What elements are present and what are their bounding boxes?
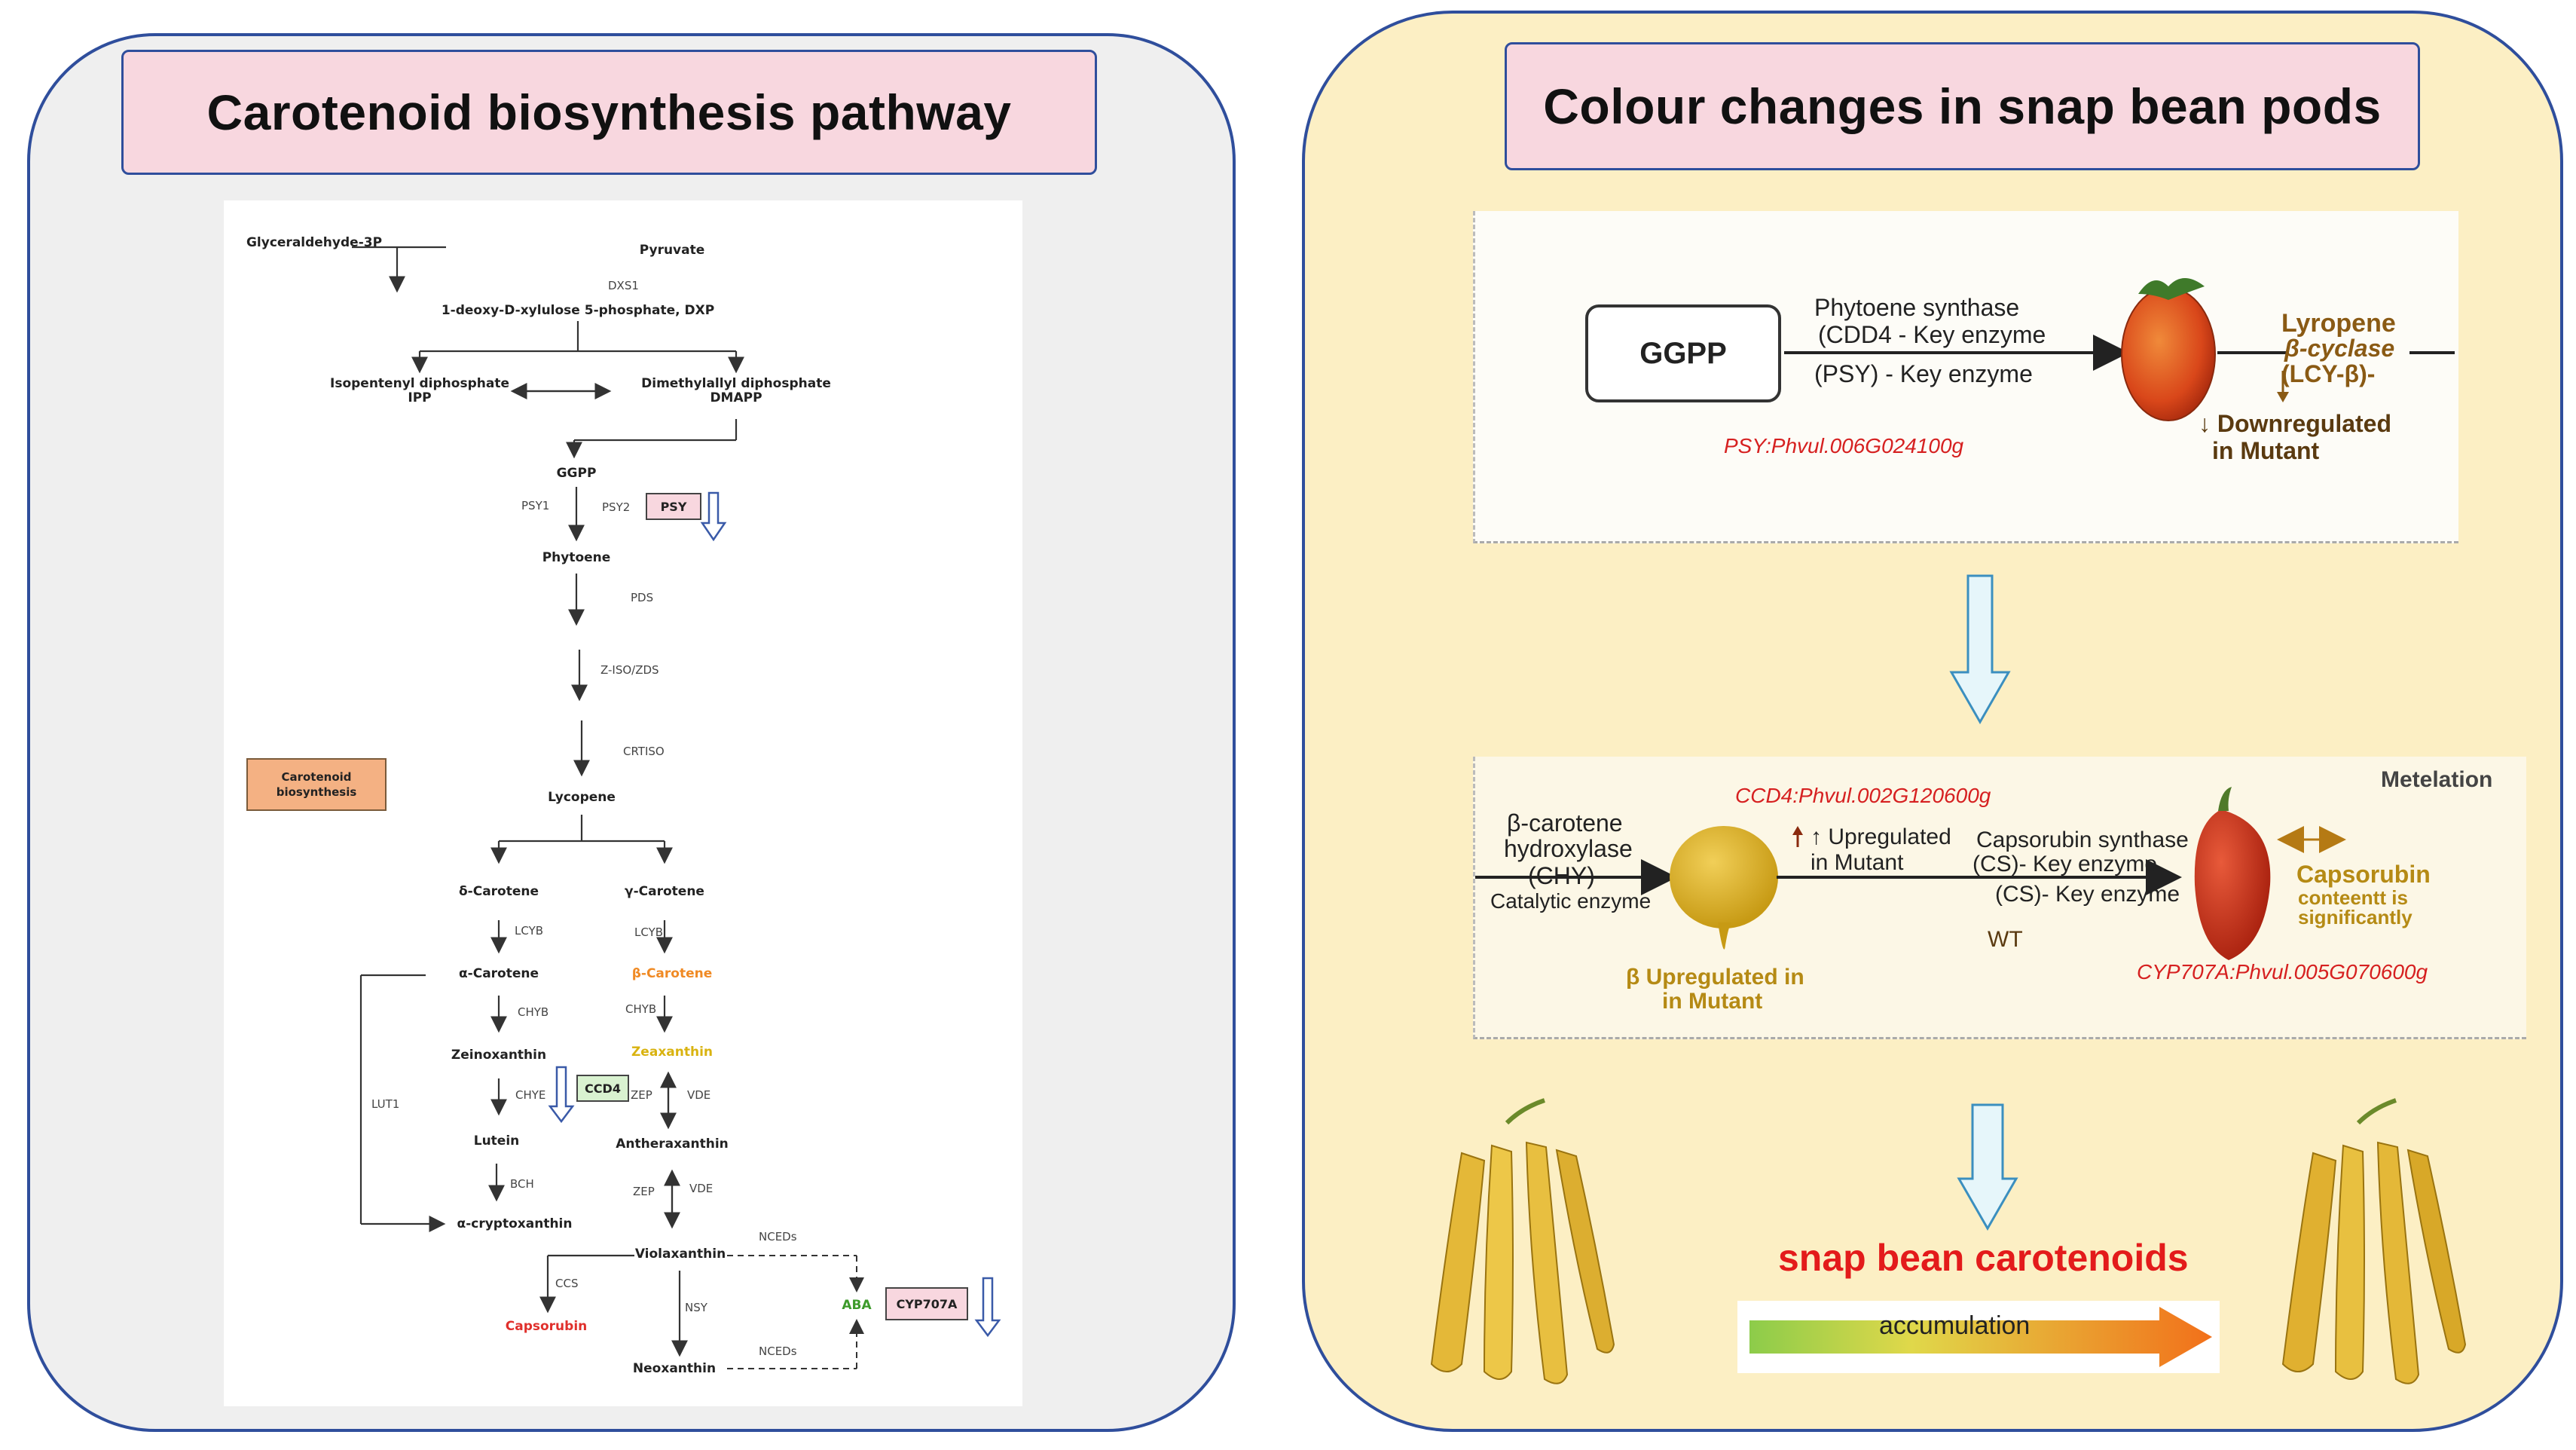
beta-carotene-label: β-carotene bbox=[1507, 809, 1623, 837]
compound-capsorubin: Capsorubin bbox=[505, 1319, 588, 1334]
compound-dxp: 1-deoxy-D-xylulose 5-phosphate, DXP bbox=[441, 303, 715, 318]
compound-ipp: Isopentenyl diphosphate IPP bbox=[330, 376, 509, 405]
compound-aba: ABA bbox=[842, 1298, 872, 1313]
accumulation-label: accumulation bbox=[1879, 1311, 2031, 1340]
beta-in-mutant-label: in Mutant bbox=[1662, 989, 1763, 1014]
capsorubin-label: Capsorubin bbox=[2296, 861, 2431, 888]
chy-label: (CHY) bbox=[1528, 862, 1595, 889]
psy-schematic-graphics bbox=[1784, 278, 2455, 421]
enzyme-vde-2: VDE bbox=[689, 1182, 714, 1195]
legend-carotenoid-biosynthesis: Carotenoid biosynthesis bbox=[246, 758, 387, 811]
capsorubin-synthase-label: Capsorubin synthase bbox=[1976, 827, 2189, 852]
ggpp-box: GGPP bbox=[1585, 304, 1781, 402]
capsorubin-significantly-label: significantly bbox=[2298, 906, 2413, 928]
carotenoid-pathway-diagram: Glyceraldehyde-3P Pyruvate 1-deoxy-D-xyl… bbox=[224, 200, 1022, 1406]
compound-phytoene: Phytoene bbox=[542, 550, 611, 565]
upregulated-label: ↑ Upregulated bbox=[1811, 824, 1951, 849]
enzyme-bch: BCH bbox=[510, 1177, 534, 1191]
enzyme-nceds-1: NCEDs bbox=[759, 1230, 797, 1244]
enzyme-chyb-1: CHYB bbox=[518, 1005, 549, 1019]
enzyme-vde-1: VDE bbox=[687, 1088, 711, 1102]
psy-key-enzyme-label: (PSY) - Key enzyme bbox=[1814, 360, 2033, 387]
beta-upregulated-label: β Upregulated in bbox=[1626, 965, 1804, 990]
compound-zeinoxanthin: Zeinoxanthin bbox=[451, 1048, 547, 1063]
beta-cyclase-label: β-cyclase bbox=[2284, 335, 2395, 362]
in-mutant-label: in Mutant bbox=[2212, 437, 2320, 464]
snap-bean-pods-right-image bbox=[2281, 1098, 2467, 1384]
accumulation-arrow bbox=[1749, 1307, 2212, 1367]
in-mutant-label-2: in Mutant bbox=[1811, 850, 1904, 875]
compound-neoxanthin: Neoxanthin bbox=[632, 1361, 717, 1376]
enzyme-ziso-zds: Z-ISO/ZDS bbox=[600, 663, 659, 677]
compound-dmapp: Dimethylallyl diphosphate DMAPP bbox=[641, 376, 831, 405]
compound-lycopene: Lycopene bbox=[548, 790, 616, 805]
ccd4-cs-schematic: Metelation β-carotene hydroxylase (CHY) … bbox=[1473, 757, 2526, 1039]
downregulated-label: ↓ Downregulated bbox=[2199, 410, 2392, 437]
compound-alpha-carotene: α-Carotene bbox=[458, 966, 539, 981]
compound-antheraxanthin: Antheraxanthin bbox=[616, 1136, 729, 1152]
enzyme-psy1: PSY1 bbox=[521, 499, 550, 512]
enzyme-pds: PDS bbox=[631, 591, 654, 604]
catalytic-enzyme-label: Catalytic enzyme bbox=[1490, 889, 1652, 913]
enzyme-chyb-2: CHYB bbox=[625, 1002, 657, 1016]
enzyme-lcyb-2: LCYB bbox=[634, 925, 664, 939]
enzyme-dxs1: DXS1 bbox=[608, 279, 639, 292]
compound-glyceraldehyde-3p: Glyceraldehyde-3P bbox=[246, 235, 383, 250]
pathway-arrows bbox=[352, 246, 1001, 1369]
compound-zeaxanthin: Zeaxanthin bbox=[631, 1045, 714, 1060]
cs-key-enzyme-label-1: (CS)- Key enzyme bbox=[1972, 852, 2158, 876]
phytoene-synthase-label: Phytoene synthase bbox=[1814, 294, 2020, 321]
ccd4-gene-id: CCD4:Phvul.002G120600g bbox=[1735, 784, 1991, 807]
compound-alpha-cryptoxanthin: α-cryptoxanthin bbox=[457, 1216, 573, 1231]
lcy-beta-label: (LCY-β)- bbox=[2281, 360, 2376, 387]
accumulation-bar bbox=[1737, 1301, 2220, 1373]
enzyme-crtiso: CRTISO bbox=[623, 745, 665, 758]
cyp707a-gene-id: CYP707A:Phvul.005G070600g bbox=[2137, 960, 2428, 983]
capsorubin-content-label: conteentt is bbox=[2298, 886, 2408, 909]
compound-ggpp: GGPP bbox=[556, 466, 597, 481]
compound-gamma-carotene: γ-Carotene bbox=[625, 884, 704, 899]
enzyme-nsy: NSY bbox=[685, 1301, 707, 1314]
lycopene-label: Lyropene bbox=[2281, 309, 2396, 338]
psy-schematic: GGPP Phytoene synthase (CDD4 - Key enzym… bbox=[1473, 211, 2458, 543]
right-panel-title: Colour changes in snap bean pods bbox=[1505, 42, 2420, 170]
enzyme-zep-2: ZEP bbox=[633, 1185, 655, 1198]
enzyme-lcyb-1: LCYB bbox=[515, 924, 544, 938]
wt-label: WT bbox=[1988, 927, 2023, 952]
down-arrow-2 bbox=[1957, 1103, 2018, 1231]
hydroxylase-label: hydroxylase bbox=[1504, 835, 1633, 862]
left-panel-title: Carotenoid biosynthesis pathway bbox=[121, 50, 1097, 175]
highlight-cyp707a: CYP707A bbox=[885, 1287, 968, 1320]
enzyme-zep-1: ZEP bbox=[631, 1088, 652, 1102]
ccd4-cs-schematic-graphics bbox=[1475, 787, 2346, 960]
compound-lutein: Lutein bbox=[473, 1133, 520, 1149]
highlight-psy: PSY bbox=[646, 493, 701, 520]
enzyme-ccs: CCS bbox=[555, 1277, 579, 1290]
down-arrow-1 bbox=[1949, 574, 2011, 725]
cs-key-enzyme-label-2: (CS)- Key enzyme bbox=[1995, 882, 2180, 907]
enzyme-psy2: PSY2 bbox=[602, 500, 631, 514]
enzyme-lut1: LUT1 bbox=[371, 1097, 400, 1111]
compound-pyruvate: Pyruvate bbox=[639, 243, 705, 258]
compound-delta-carotene: δ-Carotene bbox=[458, 884, 539, 899]
compound-beta-carotene: β-Carotene bbox=[631, 966, 713, 981]
highlight-ccd4: CCD4 bbox=[576, 1075, 629, 1102]
metelation-tag: Metelation bbox=[2381, 767, 2493, 792]
enzyme-chye: CHYE bbox=[515, 1088, 546, 1102]
snap-bean-carotenoids-label: snap bean carotenoids bbox=[1778, 1237, 2189, 1279]
psy-gene-id: PSY:Phvul.006G024100g bbox=[1724, 434, 1964, 457]
cdd4-key-enzyme-label: (CDD4 - Key enzyme bbox=[1818, 321, 2046, 348]
enzyme-nceds-2: NCEDs bbox=[759, 1344, 797, 1358]
snap-bean-pods-left-image bbox=[1430, 1098, 1615, 1384]
compound-violaxanthin: Violaxanthin bbox=[634, 1247, 726, 1262]
